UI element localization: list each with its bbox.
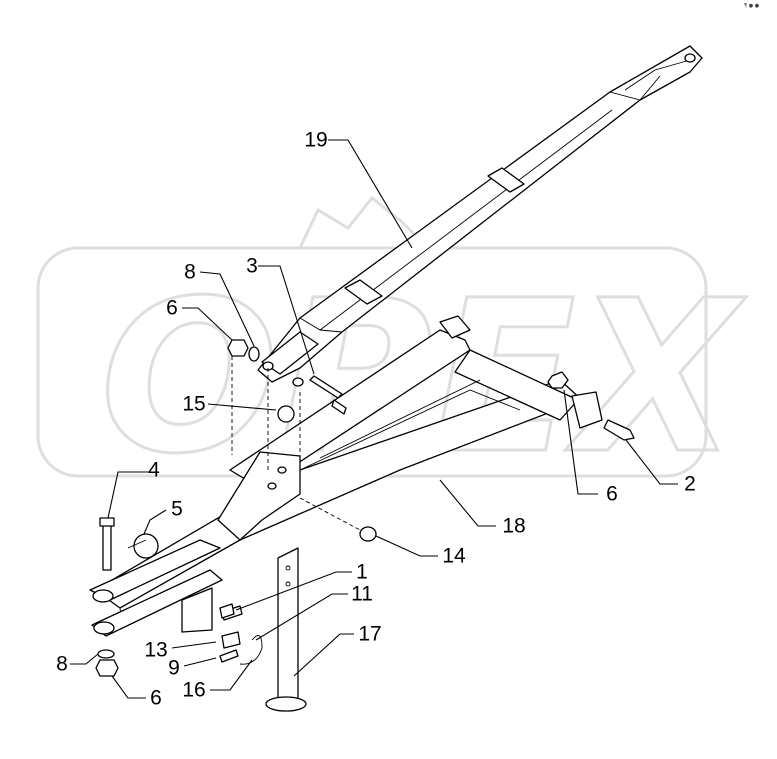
- callout-18: 18: [502, 515, 525, 538]
- jack-stand: [265, 547, 307, 712]
- callout-16: 16: [182, 679, 205, 702]
- callout-3: 3: [246, 255, 258, 278]
- callout-13: 13: [144, 639, 167, 662]
- callout-6-right: 6: [606, 483, 618, 506]
- callout-8-upper: 8: [184, 261, 196, 284]
- callout-6-upper: 6: [166, 297, 178, 320]
- callout-4: 4: [148, 459, 160, 482]
- corner-mark: ¶ ● ●: [744, 3, 760, 9]
- callout-6-lower: 6: [150, 687, 162, 710]
- callout-17: 17: [358, 623, 381, 646]
- callout-15: 15: [182, 393, 205, 416]
- callout-11: 11: [351, 583, 373, 606]
- callout-2: 2: [684, 473, 696, 496]
- callout-19: 19: [304, 129, 327, 152]
- callout-14: 14: [442, 545, 466, 568]
- callout-8-lower: 8: [56, 653, 68, 676]
- leader-lines: [70, 139, 678, 699]
- boom-arm: [257, 45, 703, 387]
- callout-1: 1: [356, 561, 368, 584]
- callout-5: 5: [171, 498, 183, 521]
- callout-9: 9: [168, 657, 180, 680]
- callouts: 19 3 8 6 15 4 5 2 6 18 14 1 11 17 13 9 1…: [56, 129, 696, 710]
- hardware: [95, 339, 635, 677]
- a-frame-drawbar: [89, 315, 603, 637]
